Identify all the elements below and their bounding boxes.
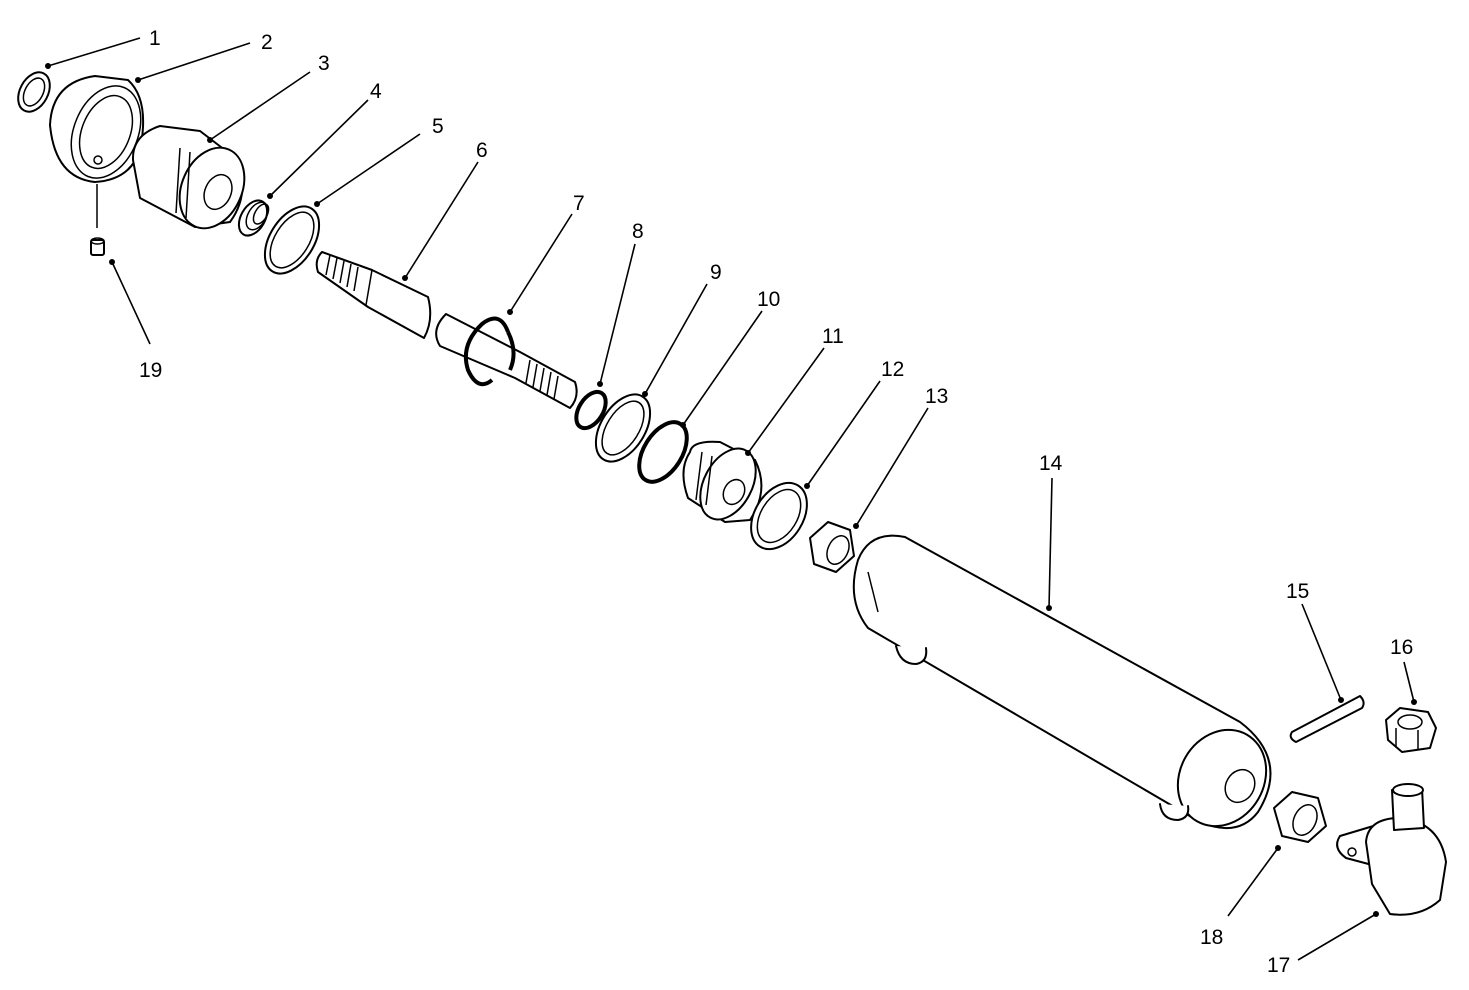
callout-6: 6 — [476, 139, 488, 162]
leader-16 — [1403, 661, 1417, 705]
leader-19 — [109, 259, 151, 345]
leader-11 — [745, 347, 825, 456]
callout-12: 12 — [881, 358, 904, 381]
part-11-piston — [682, 440, 763, 523]
leader-10 — [680, 310, 763, 428]
leader-18 — [1227, 845, 1281, 917]
callout-16: 16 — [1390, 636, 1413, 659]
part-16-castle-nut — [1385, 707, 1437, 753]
leader-14 — [1046, 477, 1053, 611]
leader-6 — [402, 161, 479, 281]
part-17-tie-rod-end — [1336, 783, 1447, 916]
part-4-wiper-seal — [237, 199, 270, 237]
leader-13 — [853, 407, 929, 529]
callout-2: 2 — [261, 31, 273, 54]
leader-17 — [1297, 911, 1379, 961]
part-18-jam-nut — [1273, 791, 1327, 843]
callout-14: 14 — [1039, 452, 1063, 475]
part-14-cylinder-barrel — [852, 534, 1272, 829]
leader-5 — [314, 133, 421, 207]
part-13-hex-nut — [809, 521, 855, 573]
callout-10: 10 — [757, 288, 780, 311]
callout-labels: 1 2 3 4 5 6 7 8 9 10 11 12 13 14 15 16 1… — [139, 27, 1413, 977]
leader-9 — [642, 283, 708, 397]
callout-8: 8 — [632, 220, 644, 243]
leader-lines — [45, 37, 1417, 961]
part-5-o-ring — [263, 205, 321, 275]
callout-9: 9 — [710, 261, 722, 284]
part-15-cotter-pin — [1289, 695, 1365, 743]
leader-1 — [45, 37, 141, 69]
part-19-plug — [90, 184, 105, 256]
callout-18: 18 — [1200, 926, 1223, 949]
callout-1: 1 — [149, 27, 161, 50]
callout-4: 4 — [370, 80, 382, 103]
callout-7: 7 — [573, 192, 585, 215]
leader-4 — [267, 99, 369, 199]
callout-19: 19 — [139, 359, 162, 382]
part-8-o-ring — [574, 389, 608, 431]
callout-15: 15 — [1286, 580, 1309, 603]
leader-7 — [507, 213, 573, 315]
leader-8 — [597, 243, 636, 387]
part-12-piston-seal — [750, 481, 808, 551]
callout-5: 5 — [432, 115, 444, 138]
leader-15 — [1301, 603, 1344, 703]
callout-11: 11 — [822, 325, 844, 348]
callout-13: 13 — [925, 385, 948, 408]
leader-3 — [207, 71, 311, 143]
part-3-gland — [131, 125, 246, 230]
part-6-piston-rod — [315, 251, 432, 339]
part-7-retaining-ring — [463, 316, 516, 387]
leader-12 — [804, 380, 881, 489]
part-1-seal — [17, 71, 51, 113]
leader-2 — [135, 42, 251, 83]
callout-17: 17 — [1267, 954, 1290, 977]
callout-3: 3 — [318, 52, 330, 75]
part-9-backup-ring — [594, 393, 652, 463]
